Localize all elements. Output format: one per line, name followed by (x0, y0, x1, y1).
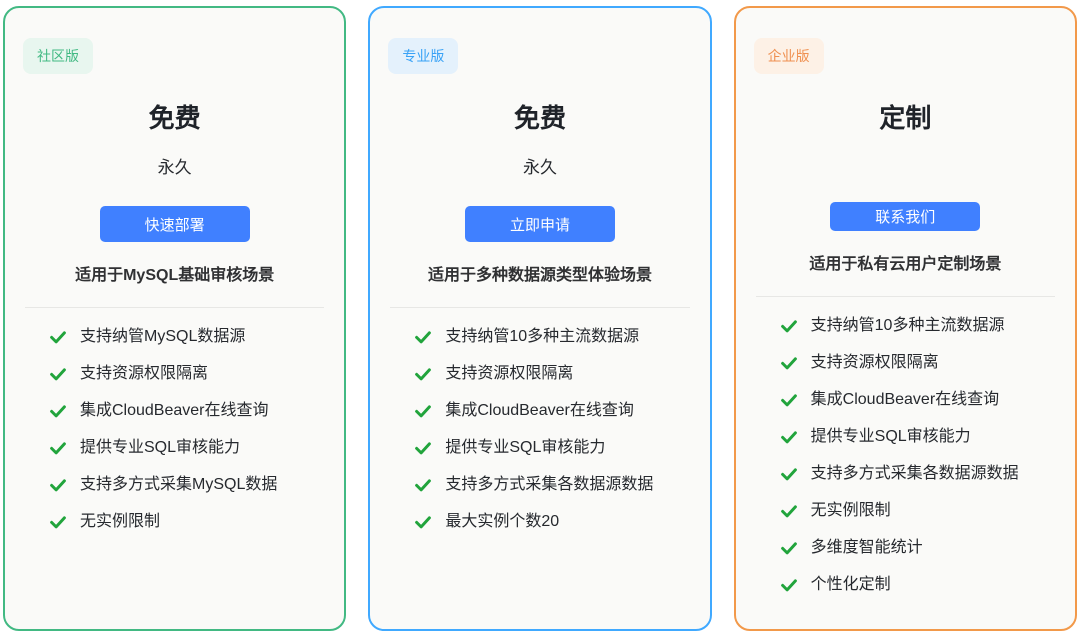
plan-title: 免费 (513, 103, 566, 133)
check-icon (780, 539, 798, 557)
feature-text: 支持多方式采集各数据源数据 (810, 465, 1019, 482)
feature-list: 支持纳管10多种主流数据源 支持资源权限隔离 集成CloudBeaver在线查询… (388, 326, 691, 548)
feature-item: 支持纳管10多种主流数据源 (780, 315, 1057, 337)
feature-text: 提供专业SQL审核能力 (445, 439, 606, 456)
feature-text: 个性化定制 (810, 576, 891, 593)
check-icon (414, 365, 432, 383)
feature-text: 集成CloudBeaver在线查询 (80, 402, 269, 419)
check-icon (780, 502, 798, 520)
feature-text: 无实例限制 (810, 502, 891, 519)
feature-item: 支持资源权限隔离 (414, 363, 691, 385)
check-icon (49, 365, 67, 383)
feature-item: 支持纳管MySQL数据源 (49, 326, 326, 348)
feature-item: 无实例限制 (49, 511, 326, 533)
check-icon (414, 513, 432, 531)
check-icon (414, 328, 432, 346)
divider (755, 296, 1055, 297)
feature-text: 无实例限制 (80, 513, 161, 530)
plan-duration (754, 156, 1057, 176)
divider (390, 307, 690, 308)
plan-description: 适用于MySQL基础审核场景 (75, 267, 275, 284)
check-icon (780, 576, 798, 594)
feature-item: 集成CloudBeaver在线查询 (49, 400, 326, 422)
contact-button[interactable]: 联系我们 (830, 201, 981, 231)
apply-button[interactable]: 立即申请 (464, 206, 615, 242)
feature-text: 支持资源权限隔离 (445, 365, 574, 382)
plan-duration: 永久 (157, 158, 192, 177)
feature-item: 支持资源权限隔离 (49, 363, 326, 385)
deploy-button[interactable]: 快速部署 (99, 206, 250, 242)
feature-item: 多维度智能统计 (780, 537, 1057, 559)
feature-item: 支持多方式采集MySQL数据 (49, 474, 326, 496)
check-icon (780, 354, 798, 372)
feature-text: 支持纳管10多种主流数据源 (445, 328, 640, 345)
feature-item: 集成CloudBeaver在线查询 (780, 389, 1057, 411)
feature-item: 无实例限制 (780, 500, 1057, 522)
feature-item: 个性化定制 (780, 574, 1057, 596)
feature-item: 支持多方式采集各数据源数据 (414, 474, 691, 496)
feature-text: 支持多方式采集MySQL数据 (80, 476, 278, 493)
card-community: 社区版 免费 永久 快速部署 适用于MySQL基础审核场景 支持纳管MySQL数… (3, 6, 347, 631)
feature-text: 集成CloudBeaver在线查询 (810, 391, 1000, 408)
feature-item: 集成CloudBeaver在线查询 (414, 400, 691, 422)
feature-item: 最大实例个数20 (414, 511, 691, 533)
community-badge: 社区版 (23, 38, 93, 74)
feature-item: 支持多方式采集各数据源数据 (780, 463, 1057, 485)
feature-text: 支持多方式采集各数据源数据 (445, 476, 654, 493)
card-professional: 专业版 免费 永久 立即申请 适用于多种数据源类型体验场景 支持纳管10多种主流… (368, 6, 712, 631)
feature-text: 支持纳管MySQL数据源 (80, 328, 246, 345)
check-icon (49, 513, 67, 531)
plan-title: 定制 (879, 103, 932, 133)
feature-item: 支持资源权限隔离 (780, 352, 1057, 374)
feature-text: 集成CloudBeaver在线查询 (445, 402, 634, 419)
professional-badge: 专业版 (388, 38, 459, 74)
plan-description: 适用于多种数据源类型体验场景 (427, 267, 652, 284)
feature-item: 提供专业SQL审核能力 (780, 426, 1057, 448)
feature-item: 提供专业SQL审核能力 (49, 437, 326, 459)
feature-item: 支持纳管10多种主流数据源 (414, 326, 691, 348)
check-icon (49, 328, 67, 346)
plan-description: 适用于私有云用户定制场景 (809, 256, 1002, 273)
feature-text: 最大实例个数20 (445, 513, 560, 530)
feature-text: 支持资源权限隔离 (810, 354, 939, 371)
feature-list: 支持纳管10多种主流数据源 支持资源权限隔离 集成CloudBeaver在线查询… (754, 315, 1057, 611)
card-enterprise: 企业版 定制 联系我们 适用于私有云用户定制场景 支持纳管10多种主流数据源 支… (733, 6, 1077, 631)
feature-text: 支持资源权限隔离 (80, 365, 209, 382)
check-icon (780, 391, 798, 409)
feature-item: 提供专业SQL审核能力 (414, 437, 691, 459)
check-icon (414, 439, 432, 457)
feature-text: 提供专业SQL审核能力 (80, 439, 241, 456)
check-icon (414, 402, 432, 420)
feature-text: 多维度智能统计 (810, 539, 923, 556)
check-icon (780, 465, 798, 483)
plan-title: 免费 (148, 103, 201, 133)
divider (25, 307, 325, 308)
plan-duration: 永久 (522, 158, 557, 177)
check-icon (49, 476, 67, 494)
check-icon (780, 428, 798, 446)
enterprise-badge: 企业版 (753, 38, 824, 74)
check-icon (414, 476, 432, 494)
feature-text: 支持纳管10多种主流数据源 (810, 317, 1005, 334)
feature-list: 支持纳管MySQL数据源 支持资源权限隔离 集成CloudBeaver在线查询 … (23, 326, 326, 548)
check-icon (780, 317, 798, 335)
feature-text: 提供专业SQL审核能力 (810, 428, 971, 445)
check-icon (49, 402, 67, 420)
check-icon (49, 439, 67, 457)
